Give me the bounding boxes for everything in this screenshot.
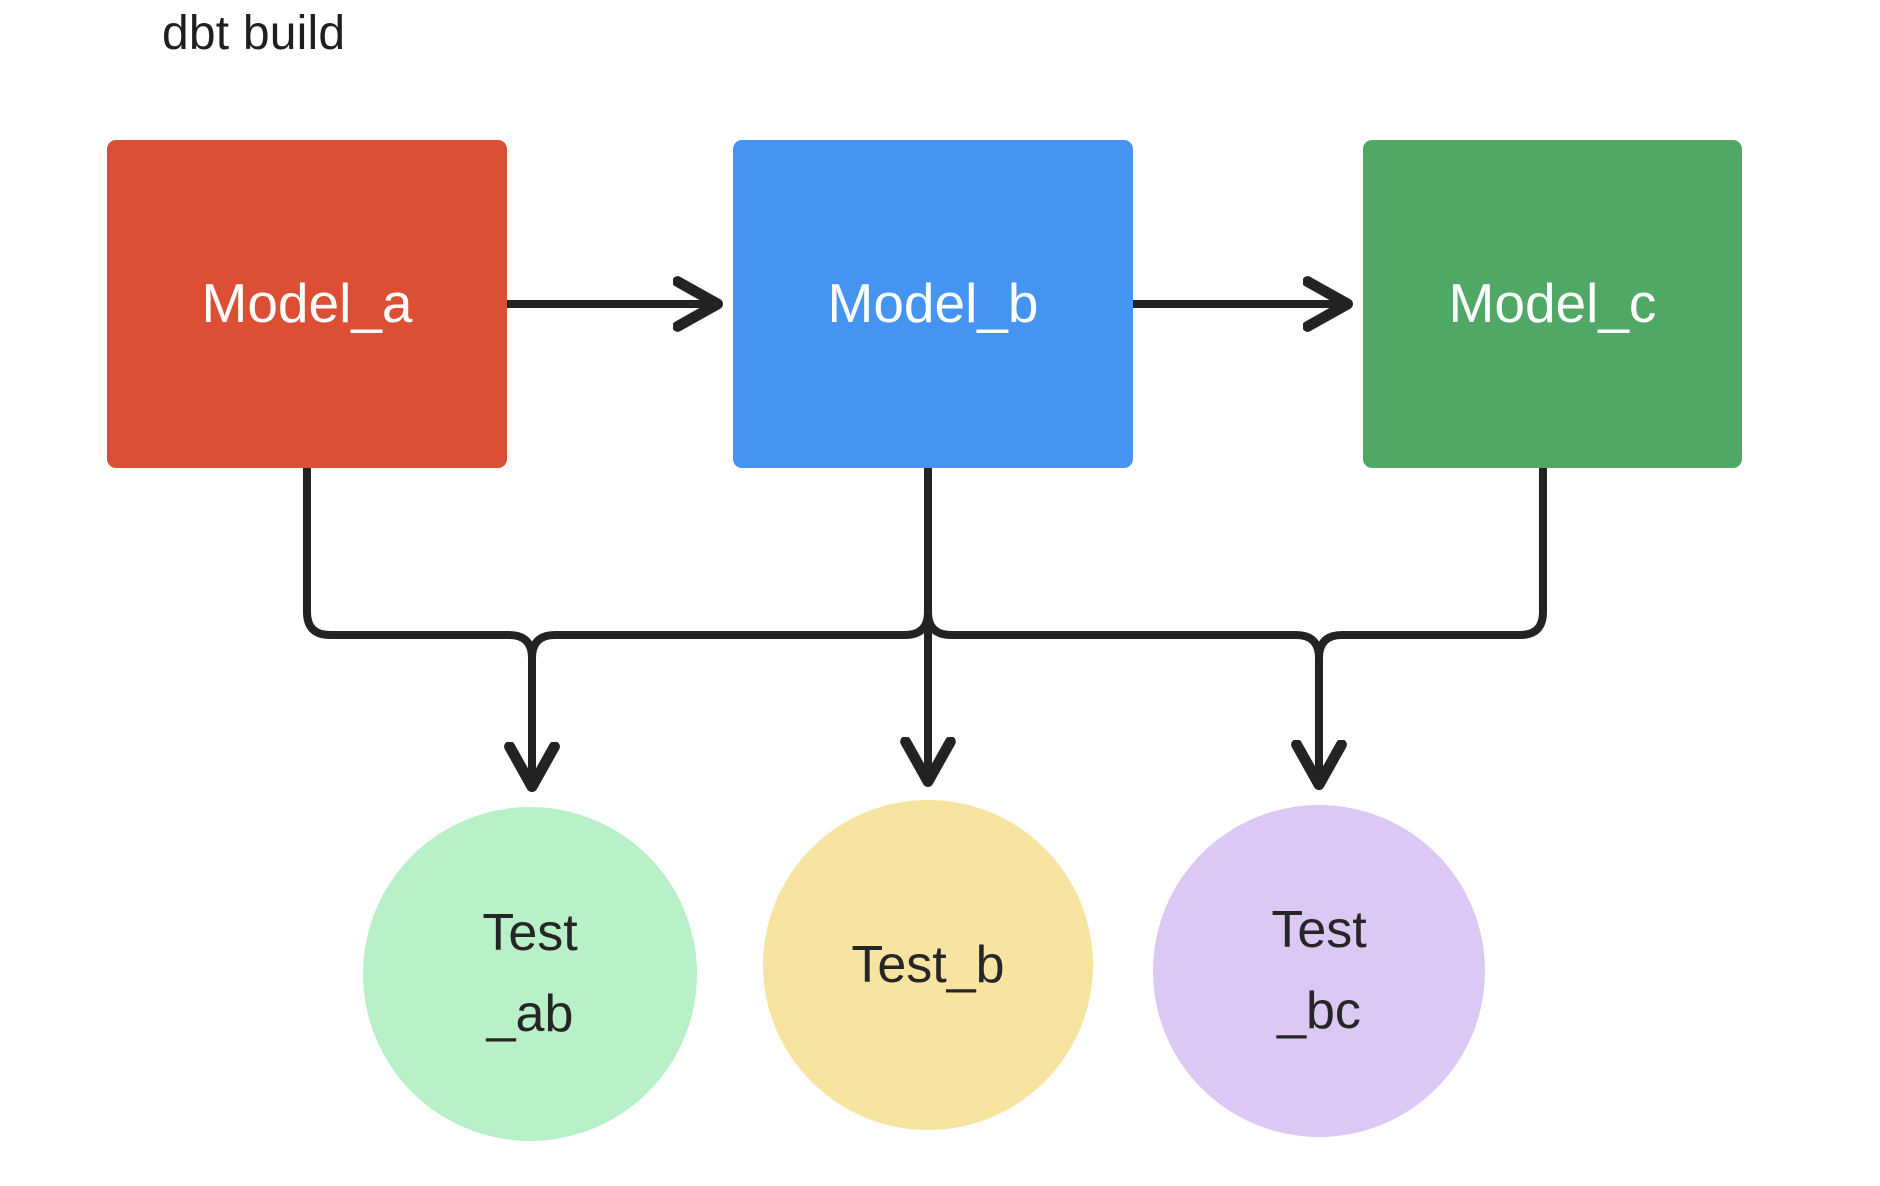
node-model-b[interactable]: Model_b <box>733 140 1133 468</box>
edge-model-b-to-test-ab <box>532 468 932 785</box>
edge-model-b-to-test-bc <box>924 468 1319 783</box>
edge-model-c-to-test-bc <box>1319 468 1547 783</box>
node-model-b-label: Model_b <box>827 272 1039 335</box>
edge-model-a-to-test-ab <box>303 468 532 785</box>
node-test-ab[interactable]: Test _ab <box>363 807 697 1141</box>
node-test-b-label: Test_b <box>851 935 1005 994</box>
node-model-a-label: Model_a <box>201 272 413 335</box>
diagram-title: dbt build <box>162 7 346 60</box>
node-test-ab-label: Test _ab <box>482 904 578 1043</box>
node-test-bc-label: Test _bc <box>1271 901 1367 1040</box>
node-model-a[interactable]: Model_a <box>107 140 507 468</box>
node-test-bc[interactable]: Test _bc <box>1153 805 1485 1137</box>
node-model-c[interactable]: Model_c <box>1363 140 1742 468</box>
node-model-c-label: Model_c <box>1448 272 1657 335</box>
node-test-b[interactable]: Test_b <box>763 800 1093 1130</box>
